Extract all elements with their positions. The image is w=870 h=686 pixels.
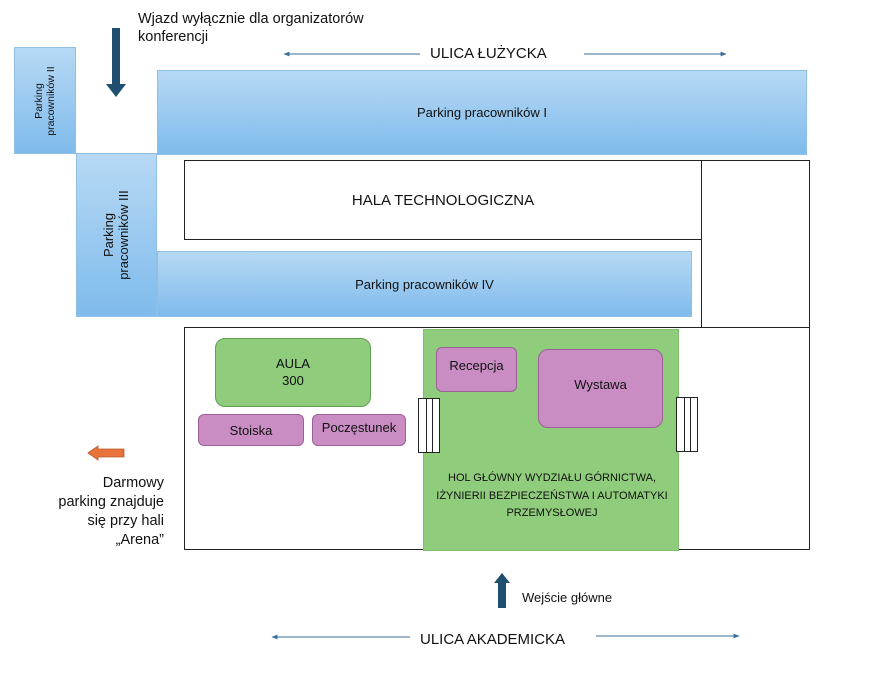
entrance-down-arrow bbox=[106, 28, 126, 97]
recepcja-label: Recepcja bbox=[449, 358, 504, 373]
street-top-label: ULICA ŁUŻYCKA bbox=[430, 45, 547, 62]
recepcja: Recepcja bbox=[436, 347, 517, 392]
main-entrance-label: Wejście główne bbox=[522, 590, 613, 605]
street-bottom-label: ULICA AKADEMICKA bbox=[420, 631, 566, 648]
wystawa: Wystawa bbox=[538, 349, 663, 428]
poczestunek: Poczęstunek bbox=[312, 414, 406, 446]
wystawa-label: Wystawa bbox=[574, 377, 627, 392]
stoiska-label: Stoiska bbox=[229, 422, 273, 438]
main-hall-label: HOL GŁÓWNY WYDZIAŁU GÓRNICTWA, IŻYNIERII… bbox=[436, 472, 668, 520]
main-entrance-up-arrow bbox=[494, 573, 510, 608]
free-parking-left-arrow bbox=[87, 445, 125, 461]
parking-4: Parking pracowników IV bbox=[157, 251, 692, 317]
free-parking-note: Darmowy parking znajduje się przy hali „… bbox=[58, 475, 164, 548]
stoiska: Stoiska bbox=[198, 414, 304, 446]
parking-1: Parking pracowników I bbox=[157, 70, 807, 155]
building-outline-right bbox=[701, 160, 810, 328]
parking-2-label: Parking pracowników II bbox=[32, 65, 57, 136]
bottom-street-arrows bbox=[271, 633, 740, 640]
door-left bbox=[418, 398, 440, 453]
parking-1-label: Parking pracowników I bbox=[416, 105, 548, 120]
parking-3: Parking pracowników III bbox=[76, 153, 157, 317]
door-right bbox=[676, 397, 698, 452]
organizers-entrance-note: Wjazd wyłącznie dla organizatorów konfer… bbox=[138, 11, 364, 46]
aula-300: AULA 300 bbox=[215, 338, 371, 407]
parking-3-label: Parking pracowników III bbox=[100, 190, 131, 280]
parking-4-label: Parking pracowników IV bbox=[355, 276, 494, 292]
parking-2: Parking pracowników II bbox=[14, 47, 76, 154]
poczestunek-label: Poczęstunek bbox=[321, 420, 397, 435]
technology-hall-label: HALA TECHNOLOGICZNA bbox=[351, 191, 535, 209]
technology-hall: HALA TECHNOLOGICZNA bbox=[184, 160, 702, 240]
aula-300-label: AULA 300 bbox=[276, 355, 310, 388]
